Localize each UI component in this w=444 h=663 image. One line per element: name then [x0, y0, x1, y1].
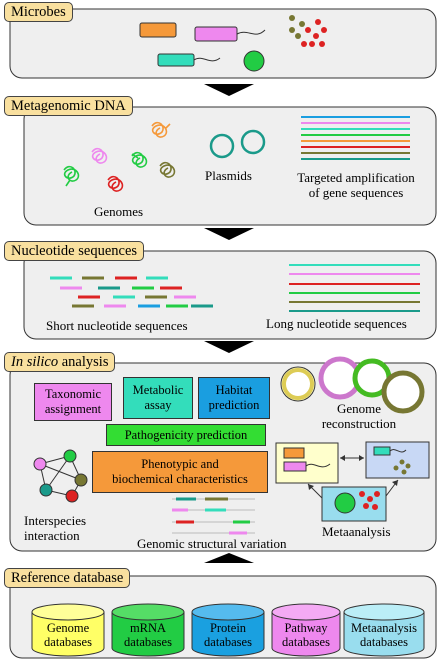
db-pathway-line-1: Pathway — [284, 621, 328, 635]
db-protein-line-2: databases — [204, 635, 252, 649]
taxonomic-line-2: assignment — [44, 402, 102, 416]
db-metaanalysis-line-1: Metaanalysis — [351, 621, 417, 635]
targeted-line-1: Targeted amplification — [297, 170, 415, 185]
habitat-line-2: prediction — [208, 398, 260, 412]
arrow-4-up — [204, 553, 254, 563]
db-mrna: mRNA databases — [112, 621, 184, 649]
interspecies-line-2: interaction — [24, 528, 80, 543]
db-pathway-line-2: databases — [282, 635, 330, 649]
structural-variation-lines — [172, 497, 255, 535]
db-genome-line-2: databases — [44, 635, 92, 649]
short-reads — [50, 276, 213, 308]
taxonomic-line-1: Taxonomic — [44, 387, 102, 401]
metabolic-line-1: Metabolic — [132, 383, 184, 397]
db-protein-line-1: Protein — [209, 621, 247, 635]
pathogenicity-prediction-box: Pathogenicity prediction — [106, 424, 266, 446]
nucleotide-sequences-title: Nucleotide sequences — [4, 241, 145, 261]
short-sequences-label: Short nucleotide sequences — [46, 318, 188, 333]
db-mrna-line-2: databases — [124, 635, 172, 649]
targeted-line-2: of gene sequences — [308, 185, 404, 200]
db-metaanalysis: Metaanalysis databases — [344, 621, 424, 649]
phenotypic-line-2: biochemical characteristics — [112, 472, 248, 486]
genome-reconstruction-label: Genome reconstruction — [314, 401, 404, 431]
db-metaanalysis-line-2: databases — [360, 635, 408, 649]
db-pathway: Pathway databases — [272, 621, 340, 649]
db-protein: Protein databases — [192, 621, 264, 649]
db-genome-line-1: Genome — [46, 621, 90, 635]
structural-variation-label: Genomic structural variation — [137, 536, 287, 551]
db-mrna-line-1: mRNA — [129, 621, 167, 635]
long-sequences-label: Long nucleotide sequences — [266, 316, 407, 331]
genome-recon-line-1: Genome — [336, 401, 382, 416]
db-cylinders — [31, 603, 425, 657]
long-reads — [289, 264, 420, 312]
targeted-amplification-label: Targeted amplification of gene sequences — [286, 170, 426, 200]
interspecies-line-1: Interspecies — [24, 513, 87, 528]
genome-recon-line-2: reconstruction — [321, 416, 397, 431]
metagenomic-panel — [23, 106, 437, 226]
arrow-3 — [204, 341, 254, 353]
db-genome: Genome databases — [32, 621, 104, 649]
cocci — [289, 15, 327, 47]
reference-database-title: Reference database — [4, 568, 131, 588]
genome-tangles — [63, 121, 176, 192]
arrow-1 — [204, 84, 254, 96]
interspecies-interaction-label: Interspecies interaction — [24, 513, 114, 543]
in-silico-title-italic: In silico — [11, 354, 59, 370]
microbes-title: Microbes — [4, 2, 73, 22]
metaanalysis-graphic — [275, 441, 430, 522]
amplicon-lines — [301, 116, 410, 160]
in-silico-title: In silico analysis — [4, 352, 116, 372]
phenotypic-line-1: Phenotypic and — [141, 457, 219, 471]
habitat-line-1: Habitat — [215, 383, 253, 397]
metabolic-line-2: assay — [144, 398, 172, 412]
microbes-panel — [9, 8, 437, 79]
genomes-label: Genomes — [94, 204, 144, 219]
plasmids-label: Plasmids — [205, 168, 252, 183]
plasmid-rings — [209, 129, 266, 159]
in-silico-title-rest: analysis — [58, 354, 109, 370]
microbe-icons — [139, 15, 327, 72]
metagenomic-dna-title: Metagenomic DNA — [4, 96, 133, 116]
genome-reconstruction-circles — [280, 356, 425, 414]
interaction-network — [33, 449, 88, 503]
pathogenicity-label: Pathogenicity prediction — [124, 427, 248, 442]
arrow-2 — [204, 228, 254, 240]
metaanalysis-label: Metaanalysis — [322, 524, 391, 539]
